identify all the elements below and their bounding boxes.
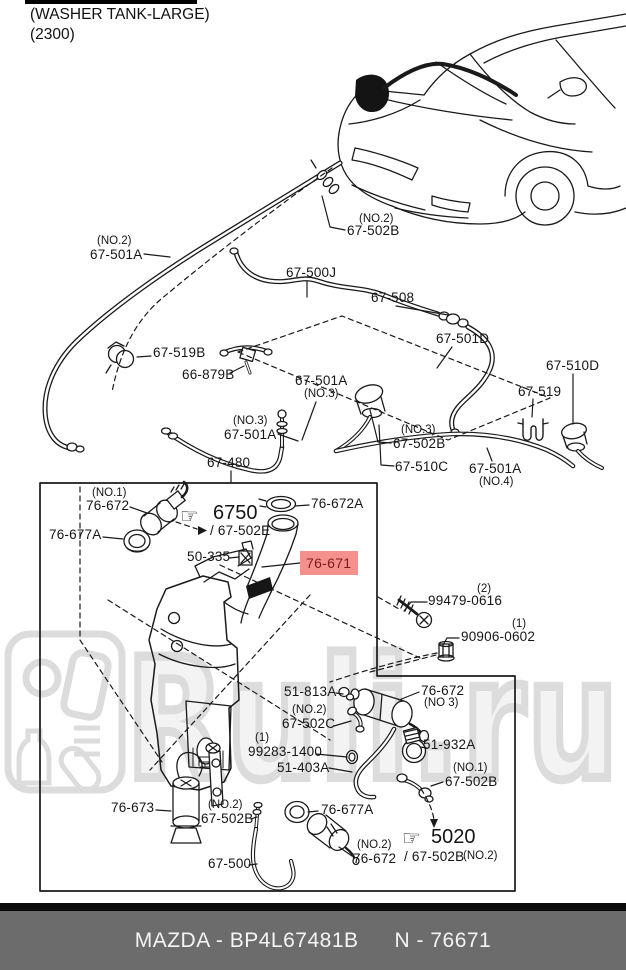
dashed-arrowheads xyxy=(198,526,438,828)
part-label-NO1-21: (NO.1) xyxy=(92,487,127,499)
part-label-67-501A-11: 67-501A xyxy=(295,373,348,388)
part-label-NO3-34: (NO 3) xyxy=(424,697,459,709)
part-label-51-813A-32: 51-813A xyxy=(284,684,337,699)
part-label-76-672A-27: 76-672A xyxy=(311,496,364,511)
part-label-NO2-44: (NO.2) xyxy=(208,799,243,811)
part-label-NO3-15: (NO.3) xyxy=(401,424,436,436)
part-label-67-501A-3: 67-501A xyxy=(90,247,143,262)
page-title: (WASHER TANK-LARGE) (2300) xyxy=(30,5,210,45)
top-edge-bar xyxy=(25,0,197,4)
hose-67-501A-no3 xyxy=(160,409,288,474)
pointing-hand-icon: ☞ xyxy=(402,827,421,850)
pump-76-673 xyxy=(170,751,203,844)
clip-67-519 xyxy=(517,418,549,441)
part-label-67-501D-6: 67-501D xyxy=(436,331,490,346)
part-label-66-879B-10: 66-879B xyxy=(182,367,235,382)
part-label-99283-1400-38: 99283-1400 xyxy=(248,744,323,759)
grommet-76-677A-bottom xyxy=(284,800,310,824)
part-label-51-932A-40: 51-932A xyxy=(423,737,476,752)
part-label-67-501A-14: 67-501A xyxy=(224,427,277,442)
part-label-76-673-43: 76-673 xyxy=(111,800,155,815)
part-label-67-502E-25: / 67-502E xyxy=(210,523,271,538)
part-label-6750-24: 6750 xyxy=(213,502,258,524)
pointing-hand-icon: ☞ xyxy=(180,505,199,528)
part-label-50-335-26: 50-335 xyxy=(187,549,231,564)
part-label-67-519B-9: 67-519B xyxy=(153,345,206,360)
footer-divider-bar xyxy=(0,903,626,911)
hose-67-500 xyxy=(250,826,296,891)
hose-67-501A-no4 xyxy=(333,431,576,469)
part-label-NO3-12: (NO.3) xyxy=(304,388,339,400)
part-label-67-510D-7: 67-510D xyxy=(546,358,600,373)
part-label-67-502B-42: 67-502B xyxy=(445,774,498,789)
part-label-76-677A-23: 76-677A xyxy=(49,527,102,542)
part-label-90906-0602-31: 90906-0602 xyxy=(461,629,536,644)
part-label-76-672-33: 76-672 xyxy=(421,683,465,698)
part-label-67-480-20: 67-480 xyxy=(207,455,251,470)
part-label-67-500-46: 67-500 xyxy=(208,856,252,871)
part-label-1-37: (1) xyxy=(255,732,270,744)
dashed-construction-lines xyxy=(79,167,551,821)
part-label-NO2-35: (NO.2) xyxy=(292,704,327,716)
pump-76-672-no2 xyxy=(306,812,360,866)
title-line1: (WASHER TANK-LARGE) xyxy=(30,6,210,23)
part-label-NO1-41: (NO.1) xyxy=(453,762,488,774)
hose-67-500J xyxy=(229,247,441,317)
footer-bar: MAZDA - BP4L67481B N - 76671 xyxy=(0,911,626,970)
part-label-51-403A-39: 51-403A xyxy=(277,760,330,775)
title-line2: (2300) xyxy=(30,26,75,43)
pump-76-672-no3 xyxy=(350,688,430,743)
part-label-67-502B-16: 67-502B xyxy=(393,436,446,451)
part-label-NO3-13: (NO.3) xyxy=(233,415,268,427)
part-label-67-502C-36: 67-502C xyxy=(282,716,336,731)
cap-76-672A xyxy=(258,495,297,513)
part-label-76-672-22: 76-672 xyxy=(86,498,130,513)
nozzle-67-510D xyxy=(561,422,604,470)
screw-99479-0616 xyxy=(396,595,433,629)
hose-51-403A xyxy=(353,726,397,800)
part-label-67-508-5: 67-508 xyxy=(371,290,415,305)
part-label-1-30: (1) xyxy=(512,618,527,630)
part-label-76-672-49: 76-672 xyxy=(353,851,397,866)
hose-67-502C xyxy=(347,706,365,733)
footer-part-number: MAZDA - BP4L67481B xyxy=(134,928,359,952)
part-label-67-502B-1: 67-502B xyxy=(347,223,400,238)
part-label-67-502B-51: / 67-502B xyxy=(404,849,465,864)
part-label-NO4-19: (NO.4) xyxy=(479,476,514,488)
clamp-51-932A xyxy=(401,726,427,764)
part-label-67-502B-45: 67-502B xyxy=(201,811,254,826)
part-label-67-519-8: 67-519 xyxy=(518,384,562,399)
detail-box-outline xyxy=(39,482,516,892)
watermark-logo-icon xyxy=(4,630,126,794)
part-label-NO2-2: (NO.2) xyxy=(97,235,132,247)
part-label-76-677A-47: 76-677A xyxy=(321,802,374,817)
nut-90906-0602 xyxy=(437,640,455,662)
grommet-76-677A-top xyxy=(123,529,151,553)
t-connector-66-879B xyxy=(219,345,273,375)
part-label-67-500J-4: 67-500J xyxy=(286,265,337,280)
part-label-2-28: (2) xyxy=(477,583,492,595)
part-label-67-501A-18: 67-501A xyxy=(469,461,522,476)
part-label-NO2-48: (NO.2) xyxy=(357,839,392,851)
pump-76-672-no1 xyxy=(140,480,189,536)
part-label-67-510C-17: 67-510C xyxy=(395,459,449,474)
footer-ref-number: N - 76671 xyxy=(394,928,492,952)
highlighted-part-label[interactable]: 76-671 xyxy=(300,551,359,575)
bracket-small xyxy=(205,742,224,807)
part-label-99479-0616-29: 99479-0616 xyxy=(428,593,503,608)
part-label-5020-50: 5020 xyxy=(431,826,476,848)
leader-lines xyxy=(102,195,574,866)
car-sketch xyxy=(337,13,626,226)
part-label-NO2-52: (NO.2) xyxy=(463,850,498,862)
part-label-NO2-0: (NO.2) xyxy=(359,213,394,225)
connector-67-508 xyxy=(438,311,469,328)
